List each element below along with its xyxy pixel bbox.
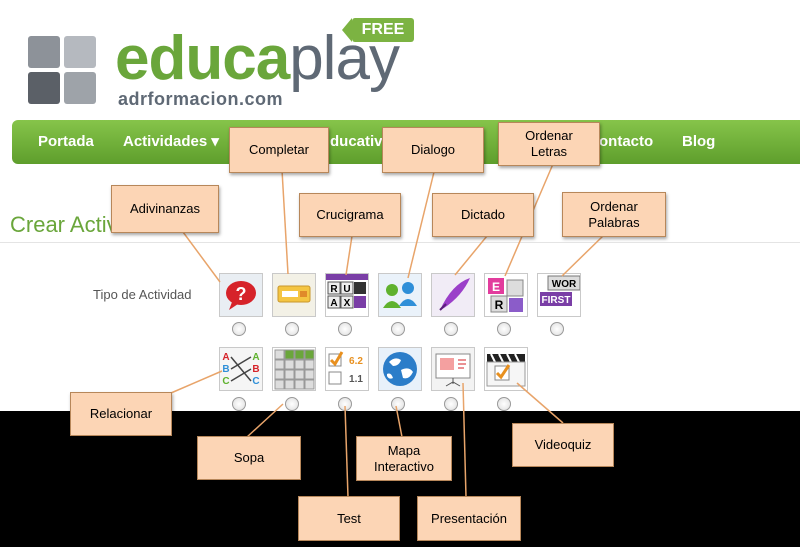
radio-sopa[interactable] <box>285 397 299 411</box>
dictado-icon[interactable] <box>431 273 475 317</box>
relate-letter: A <box>252 352 259 363</box>
brand-name-part1: educa <box>115 24 290 93</box>
letter-tile: E <box>492 280 500 294</box>
crossword-letter: U <box>343 284 350 295</box>
relate-letter: B <box>252 364 259 375</box>
tipo-label: Tipo de Actividad <box>93 287 192 302</box>
test-number: 6.2 <box>349 356 363 367</box>
callout-ordenar-letras: Ordenar Letras <box>498 122 600 166</box>
radio-relacionar[interactable] <box>232 397 246 411</box>
sopa-icon[interactable] <box>272 347 316 391</box>
callout-videoquiz: Videoquiz <box>512 423 614 467</box>
crossword-letter: R <box>330 284 338 295</box>
free-badge: FREE <box>342 18 414 42</box>
letter-tile: R <box>495 298 504 312</box>
callout-dialogo: Dialogo <box>382 127 484 173</box>
relate-letter: B <box>222 364 229 375</box>
presentacion-icon[interactable] <box>431 347 475 391</box>
radio-test[interactable] <box>338 397 352 411</box>
callout-dictado: Dictado <box>432 193 534 237</box>
callout-ordenar-palabras: Ordenar Palabras <box>562 192 666 237</box>
page-title: Crear Activ <box>10 212 118 237</box>
radio-mapa[interactable] <box>391 397 405 411</box>
crossword-letter: A <box>330 298 337 309</box>
logo-grid-icon <box>28 36 96 104</box>
videoquiz-icon[interactable] <box>484 347 528 391</box>
dialogo-icon[interactable] <box>378 273 422 317</box>
nav-educativo[interactable]: ducativo <box>330 133 392 150</box>
nav-blog[interactable]: Blog <box>682 133 716 150</box>
completar-icon[interactable] <box>272 273 316 317</box>
ordenar-palabras-icon[interactable]: WOR FIRST <box>537 273 581 317</box>
radio-ordenar-palabras[interactable] <box>550 322 564 336</box>
svg-text:?: ? <box>236 284 247 304</box>
crossword-letter: X <box>344 298 351 309</box>
test-icon[interactable]: 6.2 1.1 <box>325 347 369 391</box>
brand-sub: adrformacion.com <box>118 89 284 109</box>
relate-letter: C <box>222 376 229 387</box>
callout-test: Test <box>298 496 400 541</box>
nav-actividades[interactable]: Actividades ▾ <box>123 133 219 150</box>
callout-crucigrama: Crucigrama <box>299 193 401 237</box>
mapa-interactivo-icon[interactable] <box>378 347 422 391</box>
radio-presentacion[interactable] <box>444 397 458 411</box>
radio-ordenar-letras[interactable] <box>497 322 511 336</box>
relate-letter: C <box>252 376 259 387</box>
radio-videoquiz[interactable] <box>497 397 511 411</box>
adivinanzas-icon[interactable]: ? <box>219 273 263 317</box>
callout-sopa: Sopa <box>197 436 301 480</box>
divider <box>0 242 800 243</box>
relate-letter: A <box>222 352 229 363</box>
word-tile: FIRST <box>542 295 571 306</box>
callout-relacionar: Relacionar <box>70 392 172 436</box>
word-tile: WOR <box>552 279 577 290</box>
callout-presentacion: Presentación <box>417 496 521 541</box>
radio-crucigrama[interactable] <box>338 322 352 336</box>
nav-portada[interactable]: Portada <box>38 133 94 150</box>
callout-mapa-interactivo: Mapa Interactivo <box>356 436 452 481</box>
radio-adivinanzas[interactable] <box>232 322 246 336</box>
radio-dictado[interactable] <box>444 322 458 336</box>
callout-adivinanzas: Adivinanzas <box>111 185 219 233</box>
callout-completar: Completar <box>229 127 329 173</box>
test-number: 1.1 <box>349 374 363 385</box>
radio-dialogo[interactable] <box>391 322 405 336</box>
nav-contacto[interactable]: ontacto <box>599 133 654 150</box>
radio-completar[interactable] <box>285 322 299 336</box>
